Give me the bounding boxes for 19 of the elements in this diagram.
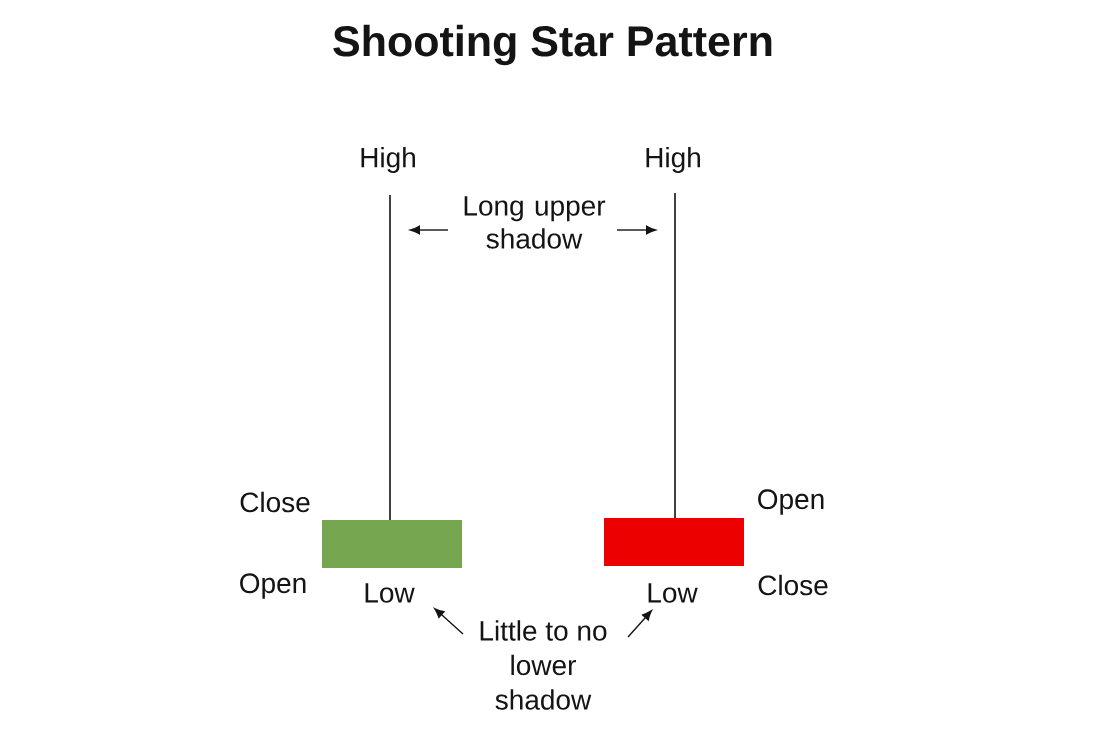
price-label: Low xyxy=(365,583,415,603)
annotation-text: Long upper shadow xyxy=(464,196,606,249)
candle-body xyxy=(604,518,744,566)
candle-wick xyxy=(389,195,391,520)
price-label: Open xyxy=(240,573,306,599)
arrow xyxy=(409,225,449,235)
arrow xyxy=(627,610,652,638)
price-label: High xyxy=(646,146,700,174)
arrow xyxy=(434,608,464,635)
candle-body xyxy=(322,520,462,568)
price-label: Low xyxy=(648,583,698,603)
title: Shooting Star Pattern xyxy=(333,24,772,66)
price-label: Open xyxy=(758,489,824,515)
price-label: Close xyxy=(240,491,310,513)
price-label: High xyxy=(361,146,415,174)
arrow xyxy=(616,225,657,235)
annotation-text: Little to no lower shadow xyxy=(480,620,607,710)
candle-wick xyxy=(674,193,676,518)
price-label: Close xyxy=(758,574,828,596)
